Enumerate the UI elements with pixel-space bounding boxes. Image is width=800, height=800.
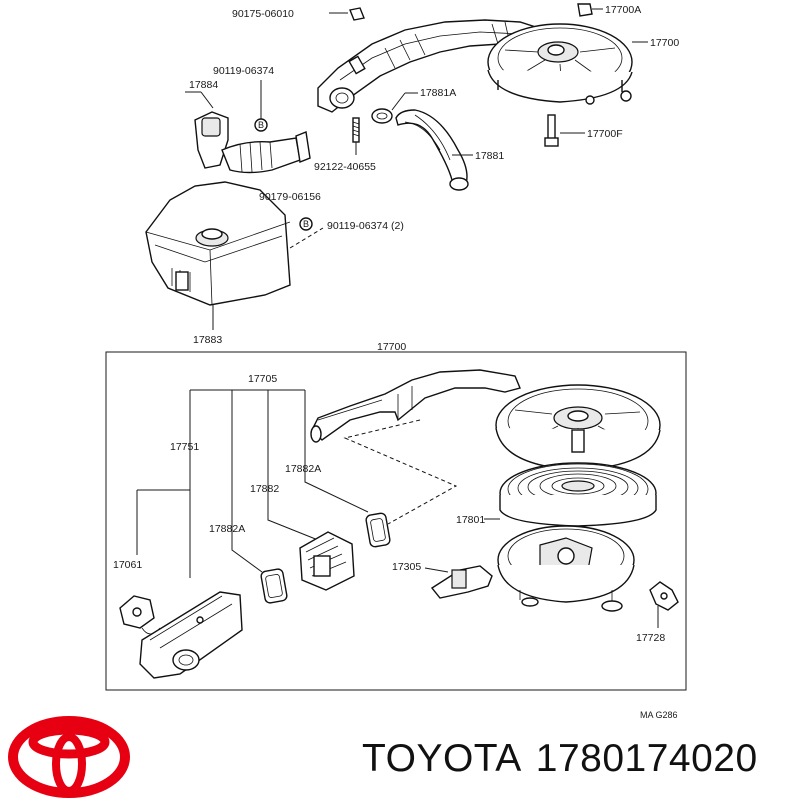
label-17700-box: 17700 bbox=[377, 341, 406, 353]
label-90119-06374-2: 90119-06374 (2) bbox=[327, 220, 404, 232]
part-number: 1780174020 bbox=[535, 737, 758, 780]
label-17700-top: 17700 bbox=[650, 37, 679, 49]
seal-17882a-bottom bbox=[260, 568, 288, 604]
clip-90175-06010 bbox=[329, 7, 365, 21]
seal-17882a-top bbox=[365, 512, 391, 548]
air-cleaner-housing-top bbox=[487, 23, 633, 105]
air-intake-duct-box bbox=[310, 369, 521, 443]
label-17881a: 17881A bbox=[420, 87, 456, 99]
label-92122-40655: 92122-40655 bbox=[314, 161, 376, 173]
bolt-marker-top: B bbox=[254, 80, 268, 132]
intake-elbow-17884 bbox=[185, 91, 311, 174]
label-17305: 17305 bbox=[392, 561, 421, 573]
diagram-code: MA G286 bbox=[640, 710, 678, 720]
label-90179-06156: 90179-06156 bbox=[259, 191, 321, 203]
bolt-marker-label-2: B bbox=[303, 219, 309, 229]
air-cleaner-cover-box bbox=[343, 384, 661, 525]
brand-part-number: TOYOTA 1780174020 bbox=[362, 737, 758, 781]
filter-element-17801 bbox=[499, 462, 657, 527]
stud-92122-40655 bbox=[352, 117, 360, 155]
label-90119-06374: 90119-06374 bbox=[213, 65, 274, 77]
intake-duct-17751 bbox=[139, 591, 243, 679]
assembly-frame bbox=[105, 351, 687, 691]
label-17884: 17884 bbox=[189, 79, 218, 91]
toyota-logo bbox=[8, 716, 130, 798]
resonator-tank-17883 bbox=[145, 181, 324, 330]
air-cleaner-case-box bbox=[497, 525, 635, 612]
label-90175-06010: 90175-06010 bbox=[232, 8, 294, 20]
boot-17882 bbox=[299, 531, 355, 591]
label-17883: 17883 bbox=[193, 334, 222, 346]
label-17801: 17801 bbox=[456, 514, 485, 526]
leader-17705 bbox=[189, 389, 369, 578]
leader-17751 bbox=[136, 489, 190, 555]
valve-17061 bbox=[119, 595, 161, 635]
sensor-17305 bbox=[424, 565, 493, 599]
label-17881: 17881 bbox=[475, 150, 504, 162]
label-17705: 17705 bbox=[248, 373, 277, 385]
label-17882a-top: 17882A bbox=[285, 463, 321, 475]
clamp-17881a bbox=[371, 92, 418, 124]
bolt-marker-2: B bbox=[299, 217, 313, 231]
label-17061: 17061 bbox=[113, 559, 142, 571]
label-17751: 17751 bbox=[170, 441, 199, 453]
label-17700a: 17700A bbox=[605, 4, 641, 16]
label-17882a-bottom: 17882A bbox=[209, 523, 245, 535]
label-17728: 17728 bbox=[636, 632, 665, 644]
label-17700f: 17700F bbox=[587, 128, 623, 140]
bolt-17700f bbox=[544, 114, 585, 147]
brand-name: TOYOTA bbox=[362, 737, 522, 780]
label-17882: 17882 bbox=[250, 483, 279, 495]
hose-17881 bbox=[395, 109, 469, 191]
clip-17700a bbox=[577, 3, 603, 17]
bracket-17728 bbox=[649, 581, 679, 628]
bolt-marker-label: B bbox=[258, 120, 264, 130]
